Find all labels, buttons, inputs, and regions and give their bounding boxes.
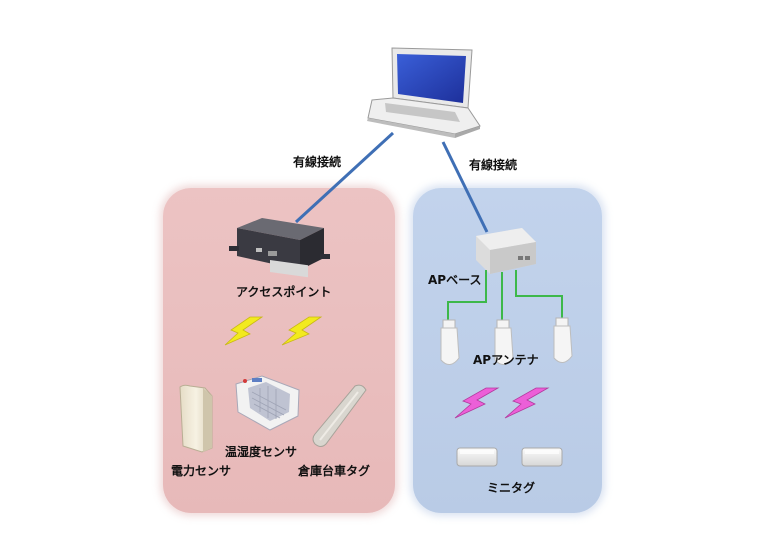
access-point-label: アクセスポイント <box>236 285 332 299</box>
ap-antenna-label: APアンテナ <box>473 353 539 367</box>
wired-line-right <box>441 141 489 233</box>
wired-connection-label-right: 有線接続 <box>469 158 518 172</box>
lightning-icon-right-1 <box>454 387 500 419</box>
mini-tag-icon-1 <box>456 447 498 467</box>
temp-humidity-sensor-device-icon <box>235 375 300 431</box>
wired-line-left <box>294 131 395 224</box>
power-sensor-label: 電力センサ <box>171 464 232 478</box>
antenna-icon-1 <box>440 319 460 365</box>
antenna-cables <box>447 270 563 322</box>
warehouse-cart-tag-label: 倉庫台車タグ <box>298 464 371 478</box>
temp-humidity-sensor-label: 温湿度センサ <box>225 445 298 459</box>
wired-connection-label-left: 有線接続 <box>293 155 342 169</box>
ap-base-label: APベース <box>428 273 482 287</box>
access-point-device-icon <box>229 218 330 278</box>
warehouse-cart-tag-device-icon <box>312 384 367 447</box>
lightning-icon-left-1 <box>224 316 264 346</box>
ap-base-device-icon <box>476 228 536 274</box>
lightning-icon-right-2 <box>504 387 550 419</box>
antenna-icon-3 <box>553 317 573 363</box>
laptop-icon <box>367 47 481 138</box>
power-sensor-device-icon <box>179 384 213 453</box>
mini-tag-icon-2 <box>521 447 563 467</box>
antenna-icon-2 <box>494 319 514 365</box>
mini-tag-label: ミニタグ <box>487 481 536 495</box>
lightning-icon-left-2 <box>281 316 323 346</box>
